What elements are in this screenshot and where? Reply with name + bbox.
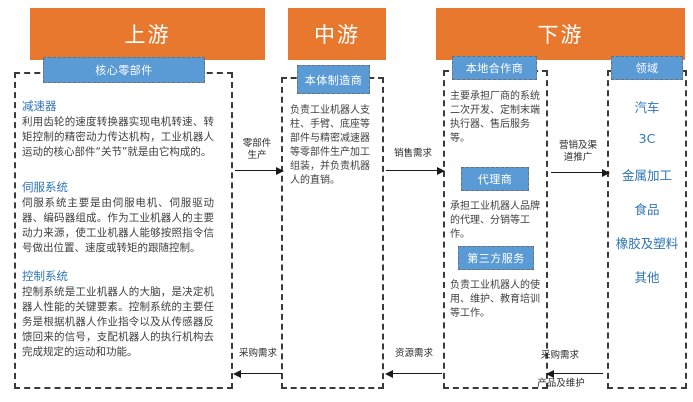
stage-header-upstream-label: 上游 [124, 23, 171, 47]
field-item-other: 其他 [634, 270, 660, 285]
chip-local-partner-label: 本地合作商 [465, 62, 524, 75]
flow-arrow-resource-demand [385, 369, 442, 378]
chip-fields-label: 领域 [635, 62, 659, 75]
flow-label-procurement-left-text: 采购需求 [238, 348, 277, 359]
chip-core-components-label: 核心零部件 [95, 64, 153, 77]
midstream-body: 负责工业机器人支柱、手臂、底座等部件与精密减速器等零部件生产加工组装，并负责机器… [290, 105, 370, 186]
flow-label-resource-demand: 资源需求 [388, 348, 440, 360]
flow-label-marketing-line1: 营销及渠 [558, 140, 597, 151]
flow-arrow-procurement-right [546, 369, 603, 378]
chip-agent-label: 代理商 [477, 173, 513, 186]
flow-label-parts-production-line2: 生产 [247, 150, 267, 161]
field-item-food: 食品 [634, 202, 660, 217]
stage-header-midstream: 中游 [288, 8, 386, 60]
upstream-section-control-body: 控制系统是工业机器人的大脑，是决定机器人性能的关键要素。控制系统的主要任务是根据… [22, 286, 214, 358]
chip-body-manufacturer[interactable]: 本体制造商 [297, 65, 370, 94]
field-item-automotive: 汽车 [634, 100, 660, 115]
flow-label-marketing: 营销及渠 道推广 [550, 140, 606, 164]
stage-header-midstream-label: 中游 [314, 23, 360, 47]
upstream-section-reducer-body: 利用齿轮的速度转换器实现电机转速、转矩控制的精密动力传达机构，工业机器人运动的核… [22, 116, 214, 158]
downstream-body-third-party: 负责工业机器人的使用、维护、教育培训等工作。 [450, 280, 540, 319]
flow-label-marketing-line2: 道推广 [563, 152, 593, 163]
flow-label-procurement-right-text: 采购需求 [540, 350, 579, 361]
upstream-section-reducer-title: 减速器 [22, 99, 57, 113]
downstream-body-agent: 承担工业机器人品牌的代理、分销等工作。 [450, 201, 540, 240]
stage-header-downstream: 下游 [436, 8, 685, 60]
flow-arrow-marketing [551, 168, 610, 177]
upstream-section-reducer: 减速器 利用齿轮的速度转换器实现电机转速、转矩控制的精密动力传达机构，工业机器人… [22, 98, 214, 160]
flow-arrow-sales-demand [386, 166, 445, 175]
flow-arrow-procurement-left [233, 369, 282, 378]
flow-label-sales-demand-text: 销售需求 [393, 148, 432, 159]
chip-agent[interactable]: 代理商 [461, 167, 529, 191]
upstream-section-servo-body: 伺服系统主要是由伺服电机、伺服驱动器、编码器组成。作为工业机器人的主要动力来源，… [22, 197, 214, 254]
flow-label-procurement-left: 采购需求 [232, 348, 284, 360]
chip-body-manufacturer-label: 本体制造商 [304, 73, 363, 87]
upstream-section-control-title: 控制系统 [22, 269, 68, 283]
stage-header-upstream: 上游 [30, 8, 265, 60]
upstream-section-servo-title: 伺服系统 [22, 180, 68, 194]
downstream-body-local-partner: 主要承担厂商的系统二次开发、定制末端执行器、售后服务等。 [450, 91, 540, 144]
chip-fields[interactable]: 领域 [611, 56, 683, 80]
panel-downstream-fields [607, 70, 687, 389]
field-item-rubber-plastic: 橡胶及塑料 [615, 236, 679, 251]
upstream-section-control: 控制系统 控制系统是工业机器人的大脑，是决定机器人性能的关键要素。控制系统的主要… [22, 268, 214, 360]
flow-label-parts-production: 零部件 生产 [234, 138, 280, 162]
chip-third-party-service[interactable]: 第三方服务 [458, 246, 534, 270]
flow-label-product-maintenance: 产品及维护 [530, 378, 592, 390]
chip-core-components[interactable]: 核心零部件 [43, 57, 205, 83]
chip-third-party-service-label: 第三方服务 [467, 252, 525, 265]
flow-label-product-maintenance-text: 产品及维护 [537, 378, 585, 389]
field-item-metal-processing: 金属加工 [621, 168, 672, 183]
flow-label-sales-demand: 销售需求 [385, 148, 441, 160]
stage-header-downstream-label: 下游 [537, 23, 584, 47]
flow-label-procurement-right: 采购需求 [532, 350, 588, 362]
flow-label-parts-production-line1: 零部件 [242, 138, 272, 149]
upstream-section-servo: 伺服系统 伺服系统主要是由伺服电机、伺服驱动器、编码器组成。作为工业机器人的主要… [22, 179, 214, 256]
flow-arrow-parts-production [235, 166, 284, 175]
flow-label-resource-demand-text: 资源需求 [394, 348, 433, 359]
field-item-3c: 3C [638, 131, 656, 146]
chip-local-partner[interactable]: 本地合作商 [452, 56, 537, 80]
